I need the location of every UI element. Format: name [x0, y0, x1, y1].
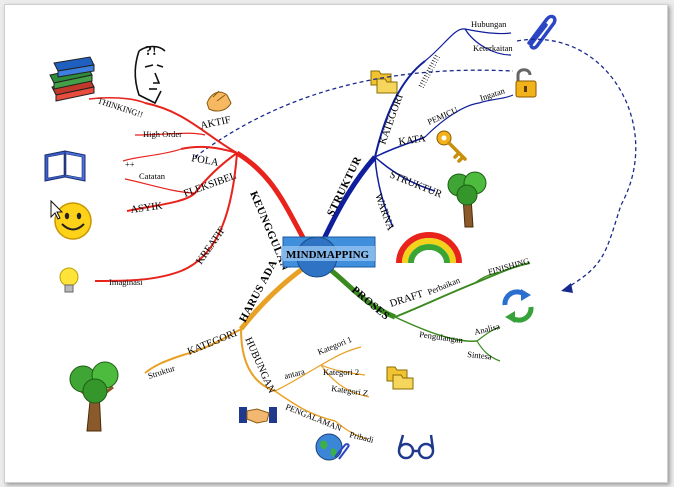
branch-harus-ada — [144, 264, 370, 440]
dashed-link-keterkaitan-proses — [516, 38, 637, 290]
label-pengulangan: Pengulangan — [419, 329, 465, 345]
label-warna: WARNA — [372, 192, 396, 232]
label-catatan-mark: ++ — [125, 159, 135, 169]
label-pribadi: Pribadi — [349, 429, 376, 445]
padlock-icon — [515, 68, 537, 98]
bulb-icon — [59, 267, 79, 293]
book-icon — [44, 150, 86, 182]
center-node: MINDMAPPING — [281, 236, 376, 278]
label-finishing: FINISHING — [487, 256, 531, 277]
tree-icon — [69, 361, 119, 432]
dashed-link-aktif-keterkaitan — [194, 69, 514, 158]
key-icon — [436, 130, 467, 163]
label-pengalaman: PENGALAMAN — [284, 402, 343, 434]
rainbow-icon — [396, 232, 462, 264]
globe-icon — [315, 433, 350, 461]
label-aktif: AKTIF — [199, 115, 232, 132]
center-label: MINDMAPPING — [286, 249, 370, 261]
svg-text:?!: ?! — [145, 44, 157, 59]
label-pemicu: PEMICU — [426, 105, 459, 127]
label-thinking: THINKING!! — [96, 95, 144, 119]
label-struktur-orange: Struktur — [147, 363, 177, 381]
label-imaginasi: Imaginasi — [109, 277, 143, 287]
label-catatan: Catatan — [139, 171, 166, 181]
thinking-face-icon: ?! — [134, 44, 166, 105]
label-analisa: Analisa — [473, 321, 501, 337]
label-struktur-sub: STRUKTUR — [388, 170, 444, 201]
label-keterkaitan: Keterkaitan — [473, 43, 513, 53]
label-sintesa: Sintesa — [467, 349, 493, 362]
branch-struktur — [320, 28, 514, 243]
label-kata: KATA — [398, 133, 427, 148]
label-kategori-1: Kategori 1 — [316, 334, 353, 357]
label-high-order: High Order — [143, 129, 182, 139]
recycle-icon — [502, 289, 534, 323]
label-hubungan-top: Hubungan — [471, 19, 507, 29]
label-perbaikan: Perbaikan — [426, 275, 462, 297]
folders-icon — [386, 366, 414, 390]
label-kreatif: KREATIF — [194, 225, 228, 267]
clapping-hands-icon — [206, 90, 232, 112]
glasses-icon — [397, 434, 435, 460]
label-struktur: STRUKTUR — [325, 154, 365, 218]
tree-icon — [447, 171, 487, 228]
label-kategori-z: Kategori Z — [331, 383, 369, 398]
label-kategori-orange: KATEGORI — [186, 328, 239, 358]
smiley-icon — [50, 199, 92, 240]
paperclip-icon — [527, 14, 557, 50]
label-kategori-2: Kategori 2 — [323, 367, 359, 377]
mindmap-frame: ?! — [4, 4, 668, 483]
label-antara: antara — [283, 366, 306, 381]
label-proses: PROSES — [349, 284, 392, 323]
branch-proses — [325, 262, 531, 362]
folders-icon — [370, 70, 398, 94]
label-asyik: ASYIK — [130, 201, 164, 216]
label-pola: POLA — [190, 153, 219, 169]
mindmap-canvas: ?! — [44, 14, 637, 461]
branch-keunggulan — [88, 97, 310, 282]
handshake-icon — [239, 407, 277, 424]
books-icon — [49, 56, 95, 102]
